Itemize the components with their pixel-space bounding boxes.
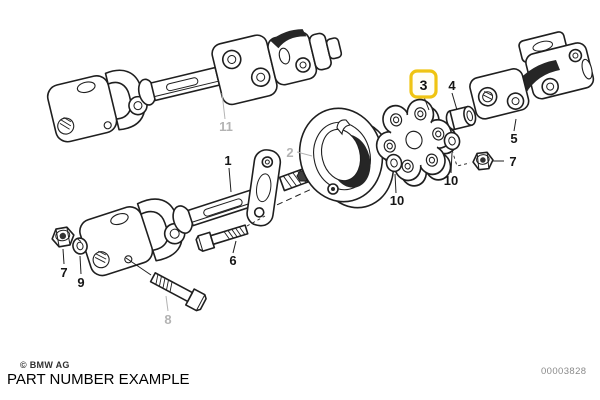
copyright-text: © BMW AG	[20, 360, 70, 370]
washer-10-right	[443, 131, 461, 151]
callout-10-right[interactable]: 10	[444, 173, 458, 188]
washer-nut-alignment-dash	[451, 149, 471, 167]
bolt-8-alignment-line	[125, 257, 152, 276]
washer-10-left	[385, 153, 403, 173]
callout-1[interactable]: 1	[224, 153, 231, 168]
callout-9[interactable]: 9	[77, 275, 84, 290]
page-caption: PART NUMBER EXAMPLE	[7, 371, 190, 388]
leader-10-left	[394, 173, 397, 194]
bolt-6	[195, 224, 249, 252]
part-11-upper-steering-shaft-assembly	[46, 29, 343, 143]
callout-2[interactable]: 2	[286, 145, 293, 160]
callout-8[interactable]: 8	[164, 312, 171, 327]
leader-1	[228, 167, 232, 193]
part-5-universal-joint	[469, 31, 595, 120]
leader-6	[232, 240, 237, 254]
part-3-flex-disc	[375, 98, 458, 187]
callout-7-left[interactable]: 7	[60, 265, 67, 280]
leader-2	[296, 151, 313, 157]
leader-10-right	[450, 152, 453, 174]
callout-6[interactable]: 6	[229, 253, 236, 268]
lock-washer-9	[72, 237, 88, 255]
highlight-badge[interactable]	[409, 69, 438, 99]
leader-11	[221, 92, 226, 120]
callout-3-number[interactable]: 3	[420, 77, 428, 93]
leader-4	[451, 92, 458, 111]
leader-9	[79, 255, 82, 275]
callout-4[interactable]: 4	[448, 78, 456, 93]
leader-3	[423, 96, 430, 111]
callout-11[interactable]: 11	[219, 119, 233, 134]
part-4-bushing	[445, 105, 477, 131]
diagram-number: 00003828	[541, 366, 587, 377]
bolt-8	[149, 272, 207, 312]
callout-7-right[interactable]: 7	[509, 154, 516, 169]
callout-3-highlighted[interactable]: 3	[409, 69, 438, 99]
shaft-bracket	[246, 149, 282, 227]
leader-5	[513, 118, 517, 132]
callout-5[interactable]: 5	[510, 131, 517, 146]
nut-7-left	[51, 226, 75, 248]
leader-8	[165, 295, 169, 312]
part-2-flange	[298, 107, 395, 209]
callout-10-left[interactable]: 10	[390, 193, 404, 208]
nut-7-right	[472, 151, 494, 171]
leader-7-left	[62, 248, 65, 265]
